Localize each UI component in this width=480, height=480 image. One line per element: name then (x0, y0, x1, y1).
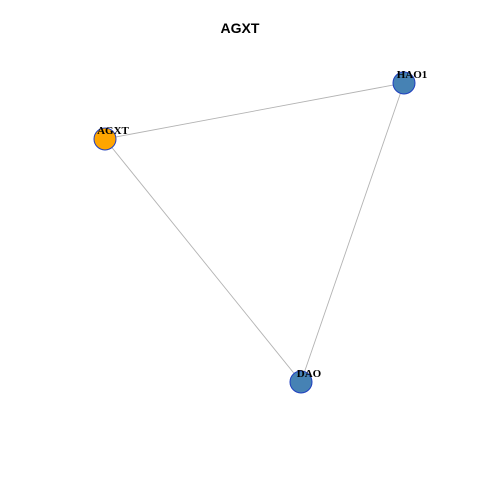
node-label-hao1: HAO1 (397, 69, 428, 81)
node-label-dao: DAO (297, 368, 322, 380)
node-hao1[interactable] (392, 71, 416, 95)
node-label-agxt: AGXT (97, 125, 129, 137)
node-dao[interactable] (289, 370, 313, 394)
edge-hao1-dao (300, 82, 405, 383)
edges-layer (104, 82, 405, 383)
edge-agxt-hao1 (104, 82, 405, 140)
graph-title: AGXT (220, 20, 260, 36)
edge-agxt-dao (104, 138, 302, 383)
node-agxt[interactable] (93, 127, 117, 151)
nodes-layer (93, 71, 416, 394)
